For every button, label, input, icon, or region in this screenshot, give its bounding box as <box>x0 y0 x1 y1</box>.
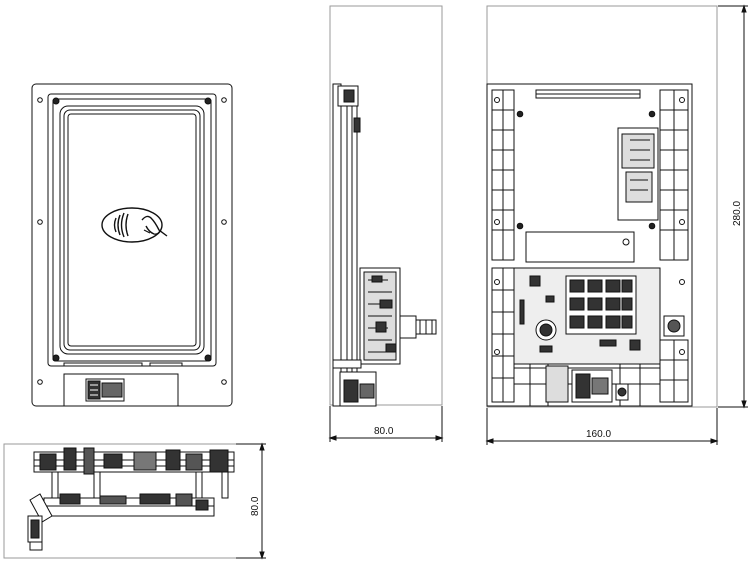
side-bottom-connector <box>339 371 377 407</box>
front-screen <box>67 113 197 347</box>
side-bracket-top <box>337 85 361 133</box>
rear-left-lower-ribs <box>491 267 515 403</box>
rear-view <box>485 4 748 445</box>
bottom-view <box>3 442 266 560</box>
front-view <box>31 83 233 407</box>
rear-right-lower-ribs <box>659 279 689 403</box>
bottom-height-label: 80.0 <box>250 496 261 516</box>
side-envelope <box>329 5 443 406</box>
bottom-angled-connector <box>27 493 53 551</box>
rear-mid-plate <box>525 231 635 263</box>
bottom-height-dimension <box>236 442 266 560</box>
rear-frame <box>486 83 693 407</box>
side-pcb-stack <box>359 267 401 365</box>
rear-width-label: 160.0 <box>586 429 611 440</box>
rear-left-ribs <box>491 89 515 261</box>
rear-main-pcb <box>513 267 685 365</box>
rear-height-dimension <box>718 4 748 409</box>
bottom-lower-board <box>43 493 215 517</box>
front-bezel <box>47 93 217 367</box>
rear-upper-module <box>617 127 659 221</box>
bottom-top-board <box>33 447 235 475</box>
bottom-standoffs <box>51 471 229 499</box>
front-corner-screws <box>52 97 212 362</box>
rear-height-label: 280.0 <box>732 201 743 226</box>
front-mounting-holes <box>37 97 227 385</box>
side-width-dimension <box>328 406 444 442</box>
side-antenna-connector <box>399 315 437 339</box>
side-width-label: 80.0 <box>374 426 394 437</box>
front-screen-frame <box>59 105 205 355</box>
rear-right-ribs <box>659 89 689 261</box>
side-view <box>328 5 444 442</box>
front-lower-notch <box>63 373 179 406</box>
rear-bottom-grid <box>514 364 660 406</box>
side-panel <box>332 83 342 407</box>
front-outer-frame <box>31 83 233 407</box>
front-connector <box>85 378 125 402</box>
rear-width-dimension <box>485 408 719 445</box>
contactless-payment-icon <box>101 207 168 243</box>
